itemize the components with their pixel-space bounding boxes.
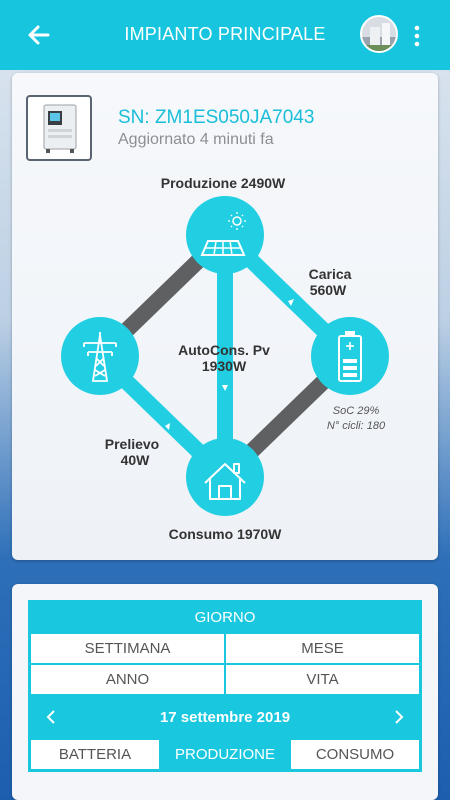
autocons-flow-arrow <box>222 385 228 391</box>
charge-flow-arrow <box>288 299 294 306</box>
previous-date-button[interactable] <box>44 707 58 727</box>
last-updated-text: Aggiornato 4 minuti fa <box>118 131 274 148</box>
tab-production[interactable]: PRODUZIONE <box>160 739 290 770</box>
avatar[interactable] <box>360 15 398 53</box>
period-month-button[interactable]: MESE <box>225 633 420 664</box>
next-date-button[interactable] <box>392 707 406 727</box>
charge-label: Carica <box>309 266 352 282</box>
battery-node <box>311 317 389 395</box>
serial-number: SN: ZM1ES050JA7043 <box>118 107 315 128</box>
house-icon <box>204 463 246 500</box>
period-day-button[interactable]: GIORNO <box>30 602 420 633</box>
autocons-value: 1930W <box>202 358 247 374</box>
date-navigator: 17 settembre 2019 <box>30 695 420 739</box>
more-vertical-icon <box>414 25 420 47</box>
home-node <box>186 438 264 516</box>
charge-value: 560W <box>310 282 347 298</box>
production-label: Produzione 2490W <box>161 175 286 191</box>
power-pylon-icon <box>83 332 117 382</box>
overflow-menu-button[interactable] <box>408 22 426 50</box>
selected-date: 17 settembre 2019 <box>159 708 291 726</box>
arrow-left-icon <box>28 25 50 45</box>
period-week-button[interactable]: SETTIMANA <box>30 633 225 664</box>
import-value: 40W <box>121 452 151 468</box>
period-selector: GIORNO SETTIMANA MESE ANNO VITA 17 sette… <box>28 600 422 772</box>
page-title: IMPIANTO PRINCIPALE <box>124 24 326 44</box>
period-life-button[interactable]: VITA <box>225 664 420 695</box>
back-button[interactable] <box>22 18 56 52</box>
solar-node <box>186 196 264 274</box>
period-year-button[interactable]: ANNO <box>30 664 225 695</box>
period-selector-card: GIORNO SETTIMANA MESE ANNO VITA 17 sette… <box>12 584 438 800</box>
import-flow-arrow <box>165 423 170 430</box>
battery-cycles: N° cicli: 180 <box>327 420 386 432</box>
energy-flow-diagram: Produzione 2490W Carica 560W AutoCons. P… <box>61 175 389 542</box>
inverter-image <box>26 95 92 161</box>
app-bar: IMPIANTO PRINCIPALE <box>0 0 450 70</box>
autocons-label: AutoCons. Pv <box>178 342 270 358</box>
battery-icon <box>338 331 362 382</box>
grid-node <box>61 317 139 395</box>
consumption-label: Consumo 1970W <box>169 526 283 542</box>
battery-soc: SoC 29% <box>333 405 380 417</box>
chevron-right-icon <box>395 710 404 724</box>
tab-consumption[interactable]: CONSUMO <box>290 739 420 770</box>
import-label: Prelievo <box>105 436 159 452</box>
tab-battery[interactable]: BATTERIA <box>30 739 160 770</box>
solar-panel-icon <box>200 212 246 256</box>
chevron-left-icon <box>46 710 55 724</box>
energy-flow-card: SN: ZM1ES050JA7043 Aggiornato 4 minuti f… <box>12 73 438 560</box>
